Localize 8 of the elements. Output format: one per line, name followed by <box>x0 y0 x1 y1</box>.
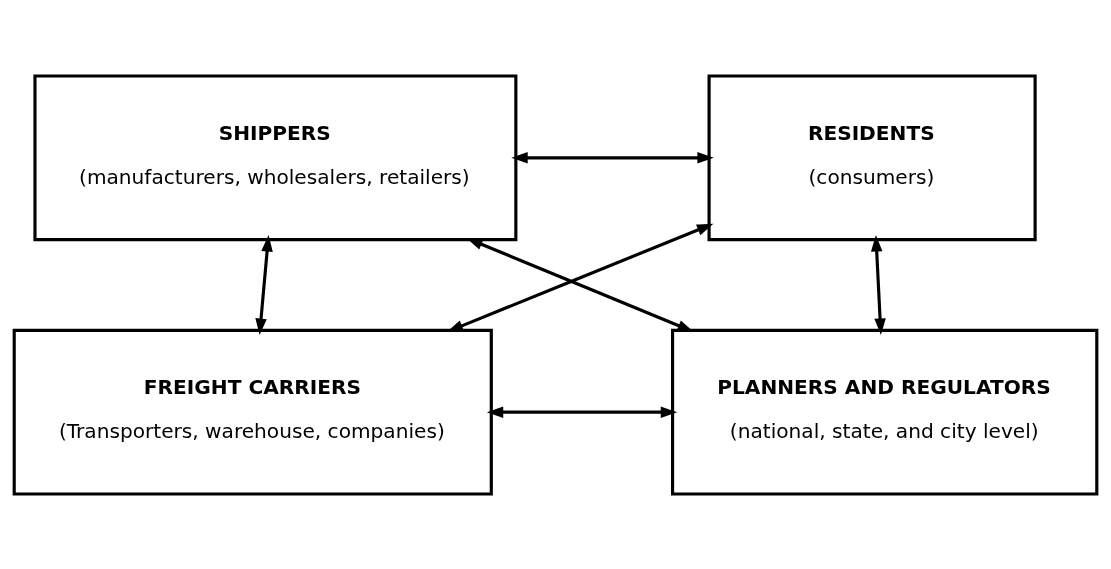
arrow <box>255 234 273 335</box>
arrow <box>486 405 678 418</box>
node-box: PLANNERS AND REGULATORS (national, state, and city level) <box>671 328 1099 496</box>
node-box: FREIGHT CARRIERS (Transporters, warehouse, companies) <box>12 328 493 496</box>
arrow <box>870 234 886 335</box>
node-box: RESIDENTS (consumers) <box>707 73 1037 241</box>
arrow <box>511 151 714 164</box>
node-box: SHIPPERS (manufacturers, wholesalers, retailers) <box>33 73 518 241</box>
